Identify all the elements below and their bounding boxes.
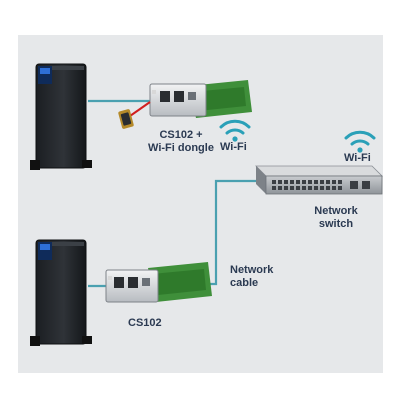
- network-switch-icon: [255, 165, 383, 195]
- network-cable-label: Network cable: [230, 264, 273, 290]
- wifi-icon: [219, 119, 251, 142]
- network-switch-line1: Network: [314, 205, 358, 217]
- cs102-top-line1: CS102 +: [159, 129, 203, 141]
- wifi-label-switch: Wi-Fi: [344, 152, 371, 164]
- network-card-icon: [149, 80, 252, 118]
- network-switch-label: Network switch: [307, 205, 365, 231]
- network-cable-line1: Network: [230, 264, 274, 276]
- network-cable-line2: cable: [230, 277, 259, 289]
- cs102-top-line2: Wi-Fi dongle: [148, 142, 214, 154]
- cs102-top-label: CS102 + Wi-Fi dongle: [146, 129, 216, 155]
- network-card-icon: [105, 262, 212, 303]
- wifi-label-card: Wi-Fi: [220, 141, 247, 153]
- ups-tower-icon: [30, 63, 92, 170]
- network-switch-line2: switch: [318, 218, 354, 230]
- wifi-icon: [344, 130, 376, 153]
- ups-tower-icon: [30, 239, 92, 346]
- wifi-dongle-icon: [118, 101, 151, 129]
- cs102-bottom-label: CS102: [128, 317, 162, 329]
